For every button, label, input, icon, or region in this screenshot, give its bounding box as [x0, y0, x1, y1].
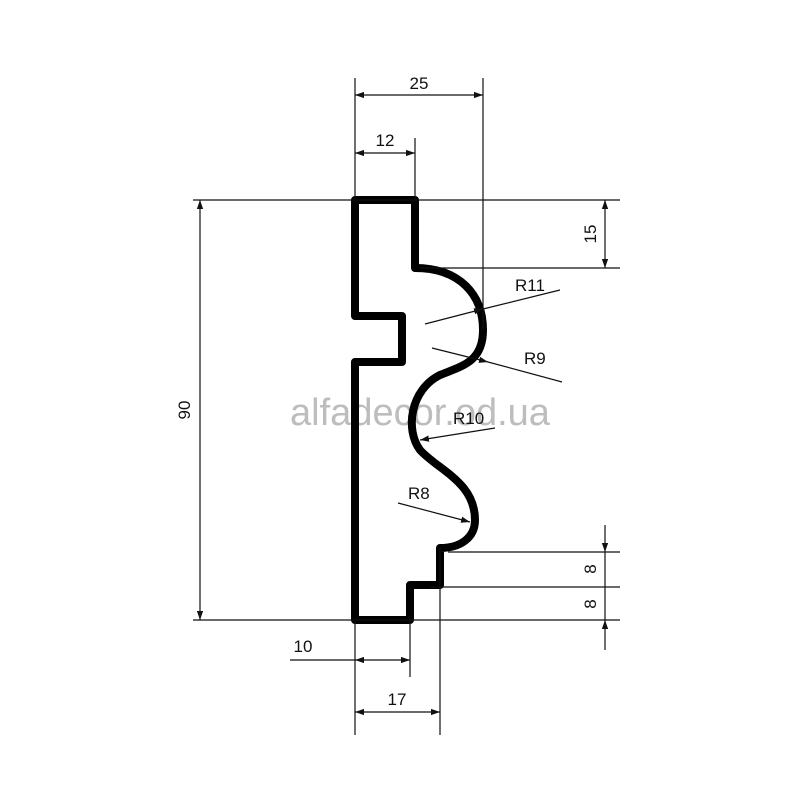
extension-lines	[193, 78, 620, 735]
dimension-overall-height-label: 90	[175, 401, 194, 420]
dimension-bottom-step-upper-label: 8	[581, 564, 600, 573]
dimension-top-offset: 15	[581, 200, 609, 268]
radius-r8-label: R8	[408, 484, 430, 503]
dimension-top-width-label: 12	[376, 131, 395, 150]
dimension-bottom-inner-width-label: 10	[294, 637, 313, 656]
dimension-bottom-step-lower: 8	[581, 587, 609, 650]
radius-r10-label: R10	[453, 409, 484, 428]
dimension-bottom-outer-width-label: 17	[388, 690, 407, 709]
dimension-bottom-inner-width: 10	[290, 637, 410, 664]
radius-r9-label: R9	[524, 349, 546, 368]
dimension-top-offset-label: 15	[581, 225, 600, 244]
radius-r9: R9	[431, 347, 563, 383]
dimension-bottom-step-upper: 8	[581, 525, 609, 587]
dimension-overall-width: 25	[355, 74, 483, 99]
radius-r10: R10	[419, 409, 496, 442]
dimension-bottom-step-lower-label: 8	[581, 599, 600, 608]
dimension-top-width: 12	[355, 131, 415, 157]
dimension-overall-width-label: 25	[410, 74, 429, 93]
radius-r11-label: R11	[515, 276, 545, 295]
radius-r11: R11	[424, 276, 561, 325]
radius-r8: R8	[397, 484, 471, 523]
dimension-bottom-outer-width: 17	[355, 690, 440, 716]
dimension-overall-height: 90	[175, 200, 204, 620]
